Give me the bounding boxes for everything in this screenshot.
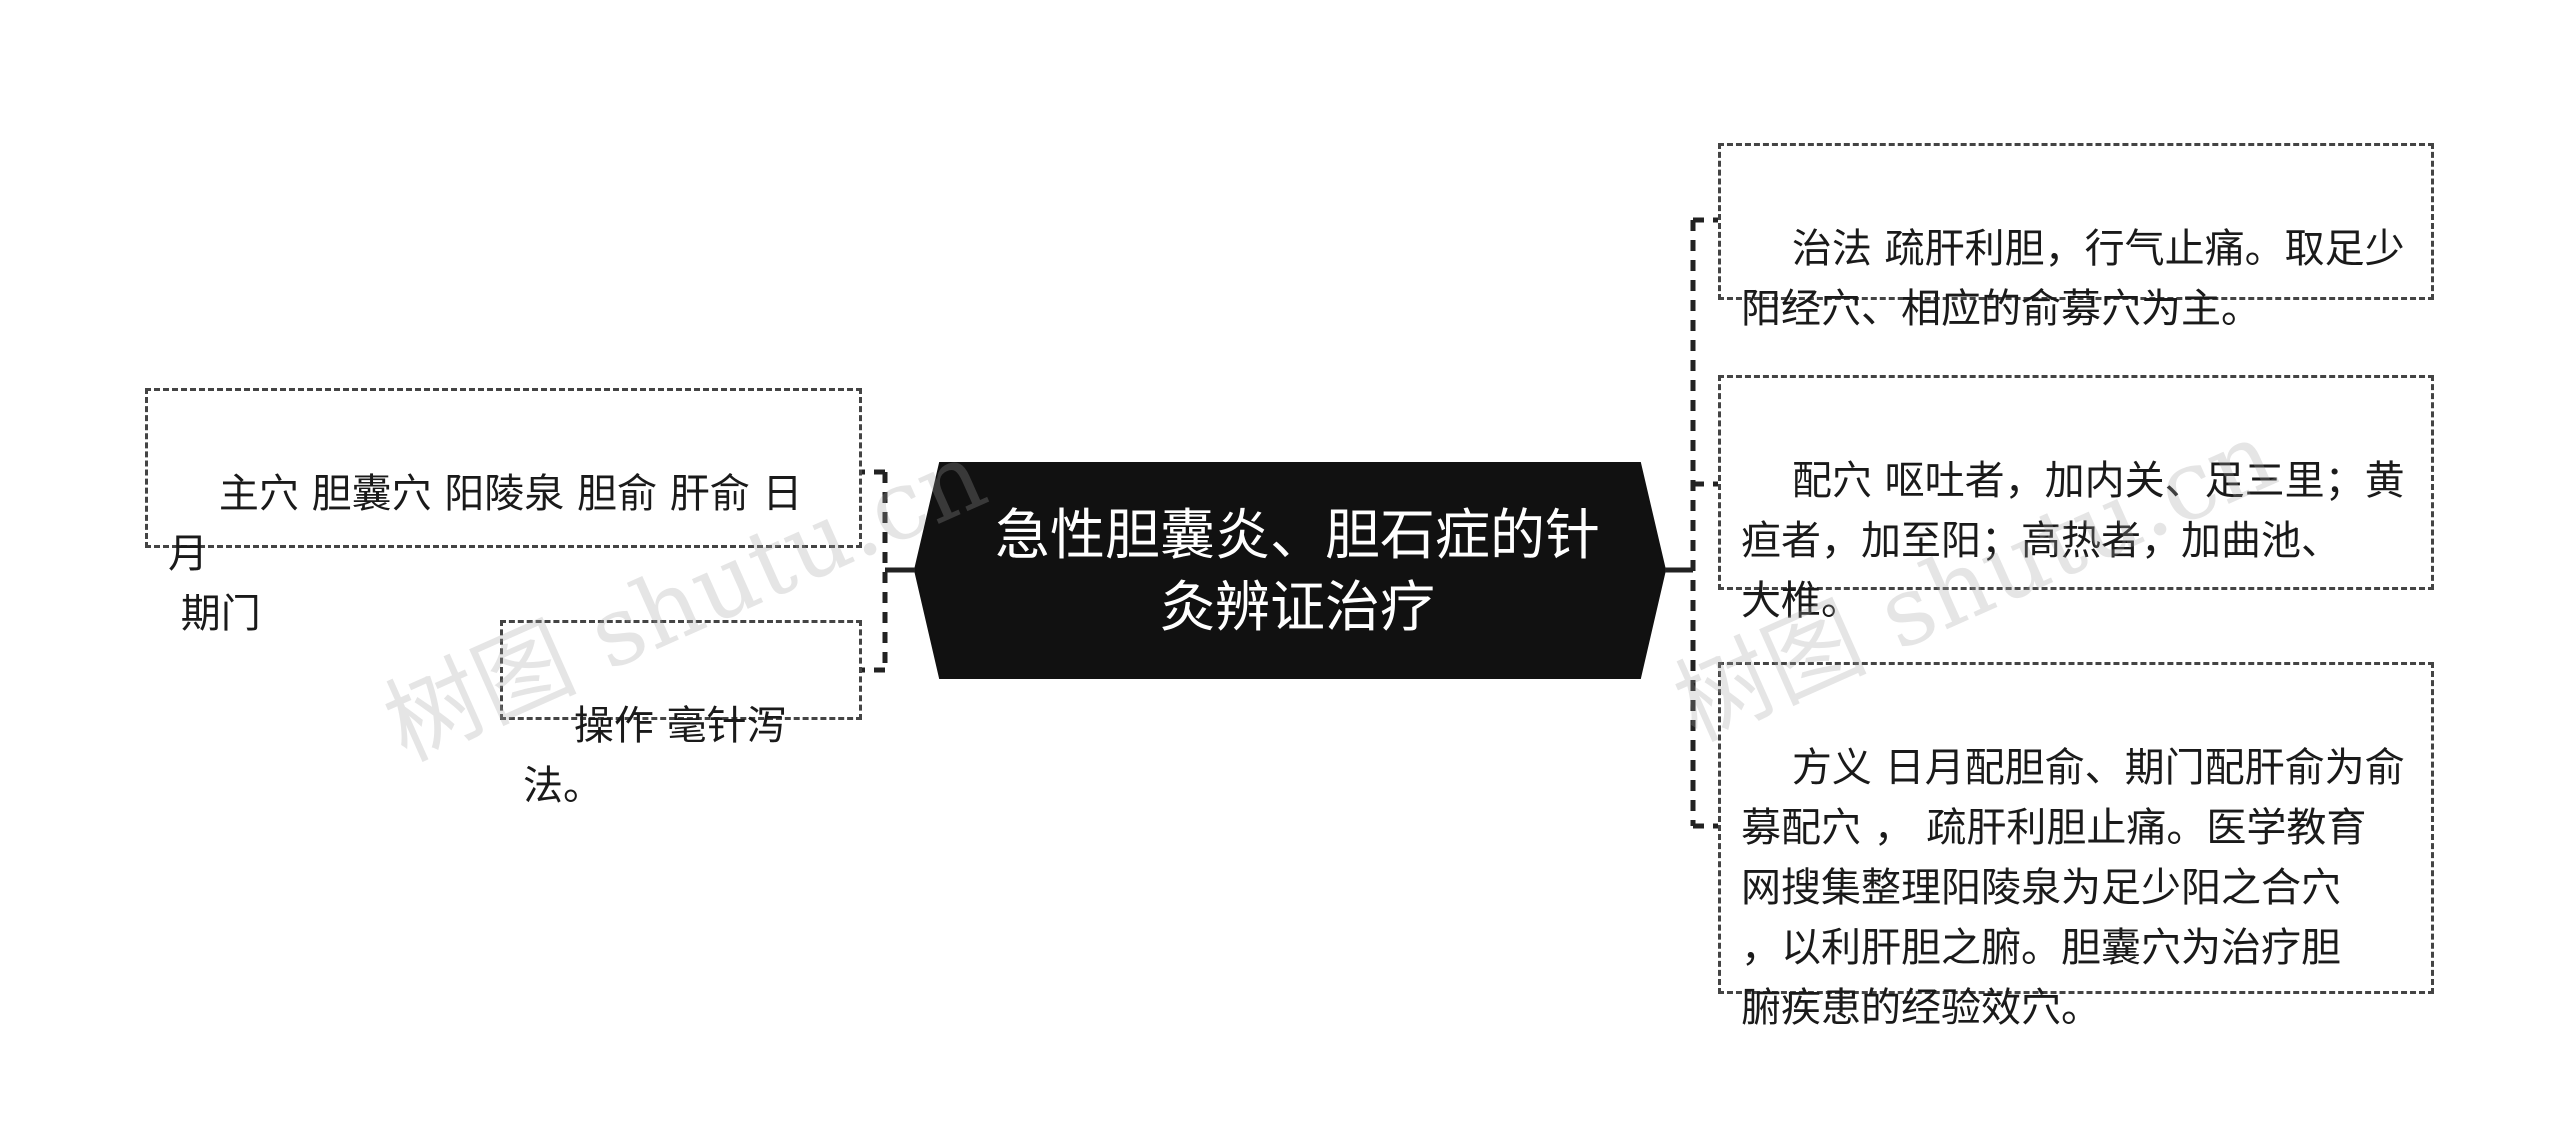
- left-node-main-points-text: 主穴 胆囊穴 阳陵泉 胆俞 肝俞 日月 期门: [168, 471, 803, 637]
- left-node-operation[interactable]: 操作 毫针泻法。: [500, 620, 862, 809]
- right-node-treatment-text: 治法 疏肝利胆，行气止痛。取足少 阳经穴、相应的俞募穴为主。: [1741, 226, 2405, 332]
- right-node-rationale-text: 方义 日月配胆俞、期门配肝俞为俞 募配穴 ， 疏肝利胆止痛。医学教育 网搜集整理…: [1741, 745, 2405, 1031]
- right-node-adjunct-points-text: 配穴 呕吐者，加内关、足三里；黄 疸者，加至阳；高热者，加曲池、 大椎。: [1741, 458, 2405, 624]
- left-node-main-points[interactable]: 主穴 胆囊穴 阳陵泉 胆俞 肝俞 日月 期门: [145, 388, 862, 637]
- right-node-treatment[interactable]: 治法 疏肝利胆，行气止痛。取足少 阳经穴、相应的俞募穴为主。: [1718, 143, 2434, 332]
- center-node-label: 急性胆囊炎、胆石症的针 灸辨证治疗: [994, 502, 1600, 639]
- center-node[interactable]: 急性胆囊炎、胆石症的针 灸辨证治疗: [930, 463, 1665, 678]
- left-node-operation-text: 操作 毫针泻法。: [523, 703, 787, 809]
- right-node-rationale[interactable]: 方义 日月配胆俞、期门配肝俞为俞 募配穴 ， 疏肝利胆止痛。医学教育 网搜集整理…: [1718, 662, 2434, 1031]
- right-node-adjunct-points[interactable]: 配穴 呕吐者，加内关、足三里；黄 疸者，加至阳；高热者，加曲池、 大椎。: [1718, 375, 2434, 624]
